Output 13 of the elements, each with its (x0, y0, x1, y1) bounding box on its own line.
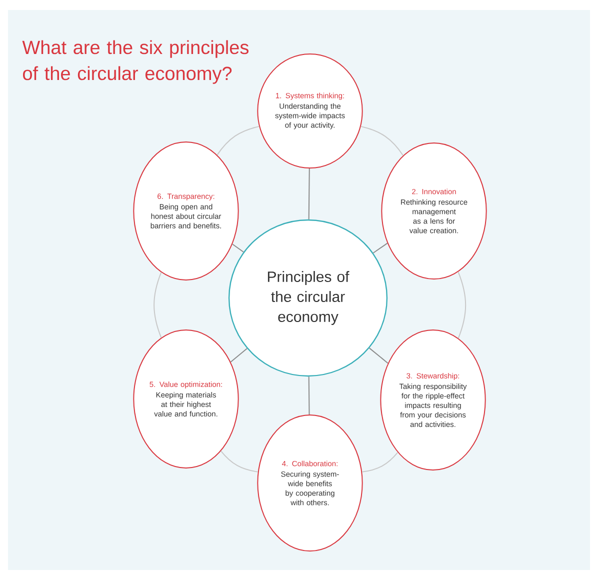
connector-line (154, 272, 162, 338)
connector-line (458, 271, 466, 339)
connector-line (216, 126, 260, 156)
connector-line (372, 242, 388, 254)
connector-line (220, 450, 258, 472)
title: What are the six principles of the circular economy? (22, 40, 248, 84)
connector-line (308, 168, 310, 220)
connector-line (362, 452, 398, 472)
connector-line (308, 376, 310, 416)
connector-line (232, 244, 244, 252)
connector-line (230, 348, 248, 362)
connector-line (368, 348, 388, 364)
connector-line (360, 126, 404, 156)
